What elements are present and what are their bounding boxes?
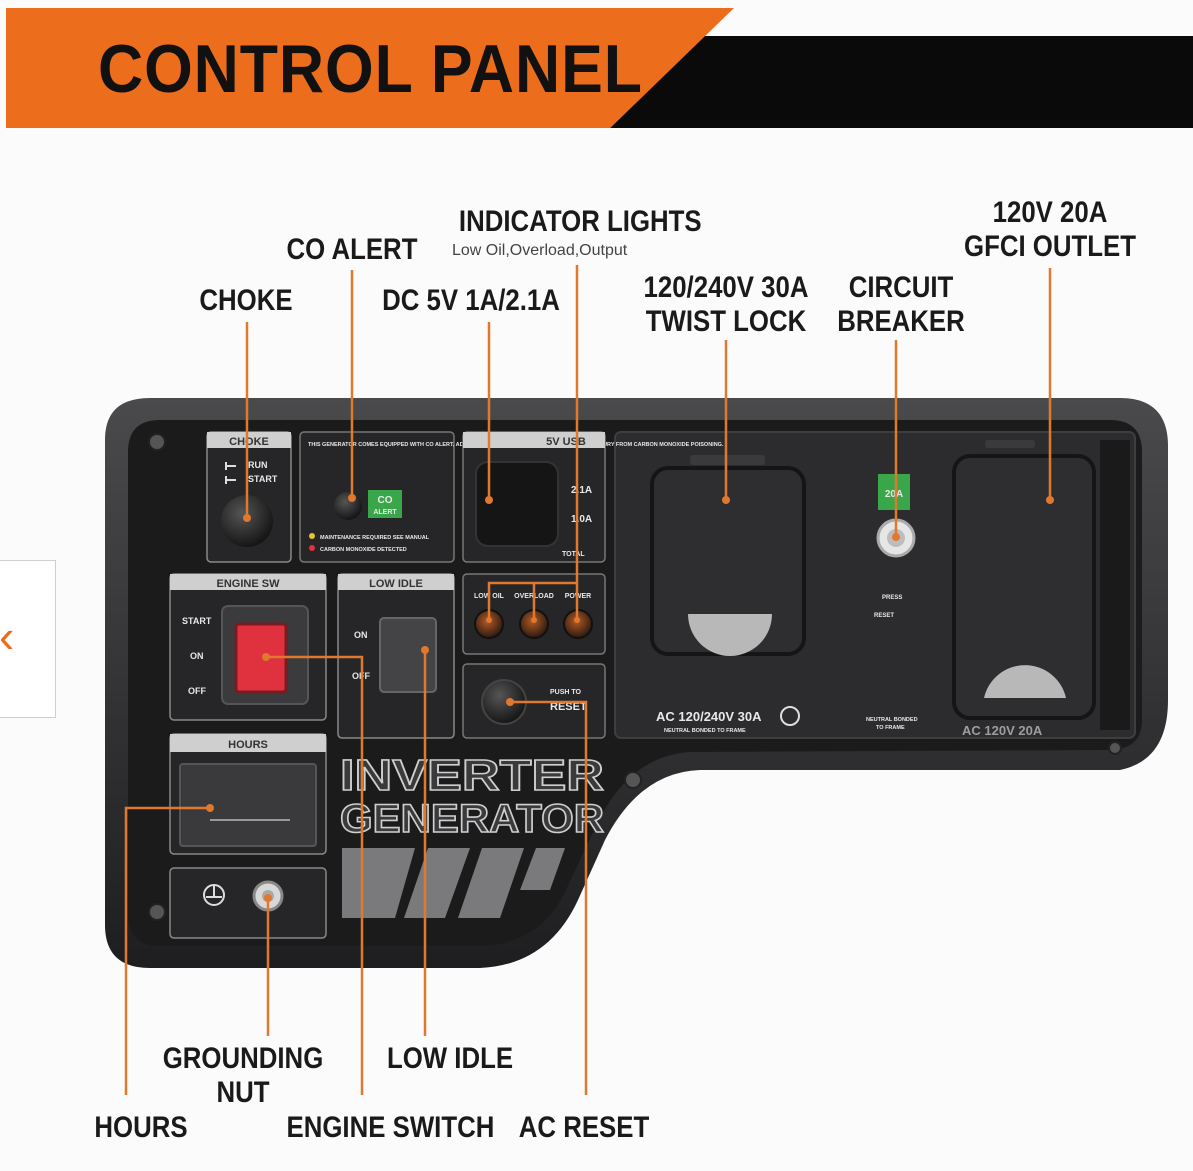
choke-title: CHOKE xyxy=(229,436,269,448)
choke-module: CHOKE RUN START xyxy=(206,431,292,563)
choke-run-label: RUN xyxy=(248,460,268,470)
engine-switch-module: ENGINE SW START ON OFF xyxy=(169,573,327,721)
brand-wordmark: INVERTER GENERATOR xyxy=(339,750,605,918)
co-badge-alert: ALERT xyxy=(373,509,397,516)
label-gfci-line-2: GFCI OUTLET xyxy=(964,230,1136,263)
engine-title: ENGINE SW xyxy=(217,578,281,590)
label-twist-lock-line-1: 120/240V 30A xyxy=(643,271,809,304)
leader-dots xyxy=(206,494,1054,902)
gfci-cover xyxy=(952,454,1096,720)
label-low-idle: LOW IDLE xyxy=(386,1042,514,1075)
co-note-1: MAINTENANCE REQUIRED SEE MANUAL xyxy=(320,535,430,541)
header-orange-band xyxy=(6,8,734,128)
engine-off-label: OFF xyxy=(188,686,206,696)
idle-rocker-switch xyxy=(379,617,437,693)
label-gfci-line-1: 120V 20A xyxy=(992,196,1108,229)
hours-title: HOURS xyxy=(228,739,268,751)
usb-port-cover xyxy=(475,461,559,547)
label-engine-switch: ENGINE SWITCH xyxy=(286,1111,495,1144)
engine-on-label: ON xyxy=(190,651,204,661)
neutral-note-1: NEUTRAL BONDED xyxy=(866,717,918,723)
press-label: PRESS xyxy=(882,595,902,601)
hour-meter-display xyxy=(179,763,317,847)
chevron-left-icon: ‹ xyxy=(0,610,15,662)
gfci-outlet: AC 120V 20A xyxy=(952,440,1096,738)
label-co-alert: CO ALERT xyxy=(286,233,418,266)
previous-button[interactable]: ‹ xyxy=(0,560,56,718)
usb-title: 5V USB xyxy=(546,436,586,448)
label-breaker-line-2: BREAKER xyxy=(837,305,965,338)
label-twist-lock-line-2: TWIST LOCK xyxy=(645,305,807,338)
hour-meter-module: HOURS xyxy=(169,733,327,855)
label-indicator-sub: Low Oil,Overload,Output xyxy=(452,242,628,259)
gfci-panel-label: AC 120V 20A xyxy=(962,723,1043,738)
co-note-2: CARBON MONOXIDE DETECTED xyxy=(320,547,407,553)
usb-amp-2: 1.0A xyxy=(571,514,592,525)
header-banner: CONTROL PANEL xyxy=(0,0,1193,130)
header-black-band xyxy=(600,36,1193,128)
co-badge-text: CO xyxy=(378,495,393,506)
brand-line-2: GENERATOR xyxy=(340,797,604,841)
label-hours: HOURS xyxy=(94,1111,188,1144)
usb-total: TOTAL xyxy=(562,551,585,558)
twist-lock-outlet: AC 120/240V 30A NEUTRAL BONDED TO FRAME xyxy=(650,455,806,734)
breaker-reset-label: RESET xyxy=(874,613,894,619)
leader-lines xyxy=(124,265,1052,1095)
choke-start-label: START xyxy=(248,474,278,484)
idle-on-label: ON xyxy=(354,630,368,640)
grounding-module xyxy=(169,867,327,939)
label-dc-usb: DC 5V 1A/2.1A xyxy=(382,284,560,317)
twist-lock-panel-sub: NEUTRAL BONDED TO FRAME xyxy=(664,728,746,734)
usb-amp-1: 2.1A xyxy=(571,485,592,496)
twist-lock-panel-label: AC 120/240V 30A xyxy=(656,709,762,724)
label-ac-reset: AC RESET xyxy=(518,1111,650,1144)
label-breaker-line-1: CIRCUIT xyxy=(848,271,954,304)
label-grounding-line-2: NUT xyxy=(216,1076,270,1109)
idle-title: LOW IDLE xyxy=(369,578,423,590)
reset-label-1: PUSH TO xyxy=(550,689,582,696)
label-indicator-lights: INDICATOR LIGHTS xyxy=(458,205,702,238)
breaker-rating: 20A xyxy=(885,489,903,500)
label-grounding-line-1: GROUNDING xyxy=(162,1042,324,1075)
page-title: CONTROL PANEL xyxy=(98,31,643,107)
neutral-note-2: TO FRAME xyxy=(876,725,905,731)
label-choke: CHOKE xyxy=(199,284,293,317)
circuit-breaker: 20A PRESS RESET NEUTRAL BONDED TO FRAME xyxy=(866,474,918,731)
brand-line-1: INVERTER xyxy=(340,751,604,800)
co-sensor xyxy=(334,492,362,520)
engine-start-label: START xyxy=(182,616,212,626)
usb-module: 5V USB 2.1A 1.0A TOTAL xyxy=(462,431,606,563)
reset-label-2: RESET xyxy=(550,701,587,713)
